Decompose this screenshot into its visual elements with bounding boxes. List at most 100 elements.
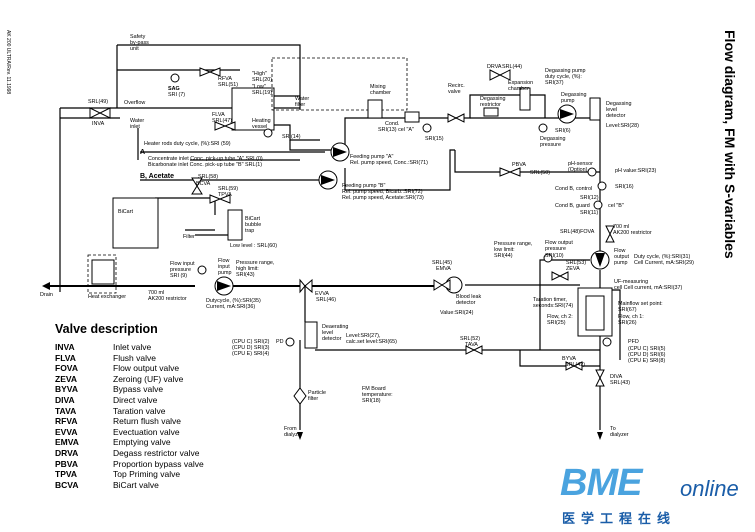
label-tpva: TPVA: [218, 192, 232, 198]
label-evva: EVVA: [315, 291, 329, 297]
label-feed-b-s1: Rel. pump speed, Bicarb.:SRI(72): [342, 189, 423, 195]
valve-code: DIVA: [55, 394, 75, 405]
label-cond: Cond.SRI(13) cel "A": [378, 121, 414, 133]
label-rfva-s: SRL(51): [218, 82, 238, 88]
valve-desc: Return flush valve: [113, 416, 182, 427]
valve-desc: Zeroing (UF) valve: [113, 373, 184, 384]
label-sri14: SRI(14): [282, 134, 301, 140]
label-flva-s: SRL(47): [212, 118, 232, 124]
label-sag-s: SRI (7): [168, 92, 185, 98]
page-title-text: Flow diagram, FM with S-variables: [722, 30, 738, 259]
label-feed-b: Feeding pump "B": [342, 183, 385, 189]
valve-code: TAVA: [55, 405, 77, 416]
label-cond-b-guard: Cond B, guard: [555, 203, 590, 209]
valve-code: BCVA: [55, 479, 79, 490]
label-level28: Level:SRI(28): [606, 123, 639, 129]
label-diva: DIVA: [610, 374, 623, 380]
legend-row: BYVA Bypass valve: [55, 384, 285, 395]
side-note: AK 200 ULTRA/Rev. 11.1998: [3, 30, 13, 130]
legend-row: TPVA Top Priming valve: [55, 469, 285, 480]
label-level27: Level:SRI(27),: [346, 333, 381, 339]
label-pd: PD: [276, 339, 284, 345]
label-drain: Drain: [40, 292, 53, 298]
label-mainflow: Mainflow set point:SRI(67): [618, 301, 663, 313]
label-ph-sensor: pH-sensor(Option): [568, 161, 593, 173]
valve-desc: Flow output valve: [113, 363, 180, 374]
components: [42, 57, 615, 440]
label-srl52: SRL(52): [460, 336, 480, 342]
label-heater: Heater rods duty cycle, (%):SRI (59): [144, 141, 231, 147]
valve-desc: Bypass valve: [113, 384, 164, 395]
logo-cn: 医学工程在线: [562, 511, 677, 526]
label-flow-ch2: Flow, ch 2:SRI(25): [547, 314, 573, 326]
logo-main: BME: [560, 462, 642, 504]
valve-desc: Top Priming valve: [113, 469, 181, 480]
label-blood-val: Value:SRI(24): [440, 310, 474, 316]
label-flow-ch1: Flow, ch 1:SRI(26): [618, 314, 644, 326]
valve-desc: Emptying valve: [113, 437, 171, 448]
label-pfd-cpu: (CPU C) SRI(5)(CPU D) SRI(6)(CPU E) SRI(…: [628, 346, 666, 364]
label-cel-b: cel "B": [608, 203, 624, 209]
label-press-range-high: Pressure range,high limit:SRI(43): [236, 260, 275, 278]
label-zeva: ZEVA: [566, 266, 580, 272]
valve-code: FLVA: [55, 352, 76, 363]
label-current-fip: Current, mA:SRI(36): [206, 304, 255, 310]
label-recirc: Recirc.valve: [448, 83, 465, 95]
logo-online: online: [680, 476, 739, 501]
label-high: "High": [252, 71, 267, 77]
side-note-text: AK 200 ULTRA/Rev. 11.1998: [5, 30, 11, 95]
label-overflow: Overflow: [124, 100, 145, 106]
label-srl53: SRL(53): [566, 260, 586, 266]
label-byva: BYVA: [562, 356, 576, 362]
label-feed-a: Feeding pump "A": [350, 154, 393, 160]
valve-desc: Inlet valve: [113, 342, 152, 352]
valve-code: TPVA: [55, 469, 78, 480]
label-filter: Filter: [183, 234, 195, 240]
label-heat-ex: Heat exchanger: [88, 294, 126, 300]
valve-code: BYVA: [55, 384, 78, 395]
label-low-level: Low level : SRL(60): [230, 243, 277, 249]
label-pbva: PBVA: [512, 162, 526, 168]
valve-desc: Degass restrictor valve: [113, 447, 200, 458]
label-tava: TAVA: [465, 342, 478, 348]
label-sri10: SRI(10): [545, 253, 564, 259]
label-inva: INVA: [92, 121, 105, 127]
label-sag: SAG: [168, 86, 180, 92]
label-srl48: SRL(48)FOVA: [560, 229, 595, 235]
label-sri15: SRI(15): [425, 136, 444, 142]
legend-row: FOVA Flow output valve: [55, 363, 285, 374]
label-duty-fop: Duty cycle, (%):SRI(31): [634, 254, 691, 260]
label-low-s: SRL(19): [252, 90, 272, 96]
label-srl58: SRL(58): [198, 174, 218, 180]
valve-code: RFVA: [55, 416, 78, 427]
label-srl42: SRL(42): [565, 362, 585, 368]
label-b-acetate: B, Acetate: [140, 173, 174, 180]
valve-code: EVVA: [55, 426, 78, 437]
valve-code: FOVA: [55, 363, 78, 374]
label-ph-value: pH value:SRI(23): [615, 168, 657, 174]
label-srl44: SRL(44): [502, 64, 522, 70]
